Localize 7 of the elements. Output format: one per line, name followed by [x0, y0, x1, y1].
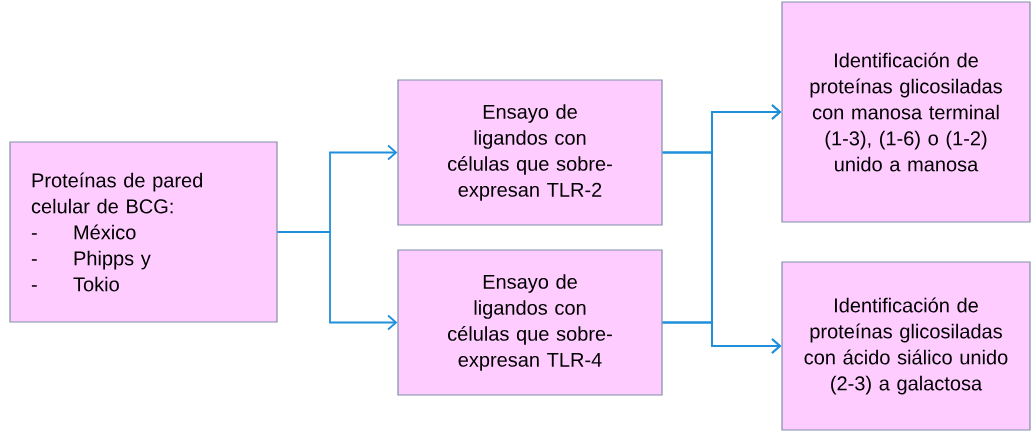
text-box: Identificación de proteínas glicosiladas con manosa terminal (1-3), (1-6) o (1-2) unido a manosa [781, 1, 1031, 223]
arrow [661, 321, 782, 354]
text-box: Proteínas de pared celular de BCG: - México - Phipps y - Tokio [9, 141, 278, 323]
text-box: Identificación de proteínas glicosiladas con ácido siálico unido (2-3) a galactosa [781, 261, 1031, 431]
text-box: Ensayo de ligandos con células que sobre-expresan TLR-2 [397, 79, 663, 226]
text-box: Ensayo de ligandos con células que sobre-expresan TLR-4 [397, 249, 663, 396]
arrow [276, 231, 398, 331]
